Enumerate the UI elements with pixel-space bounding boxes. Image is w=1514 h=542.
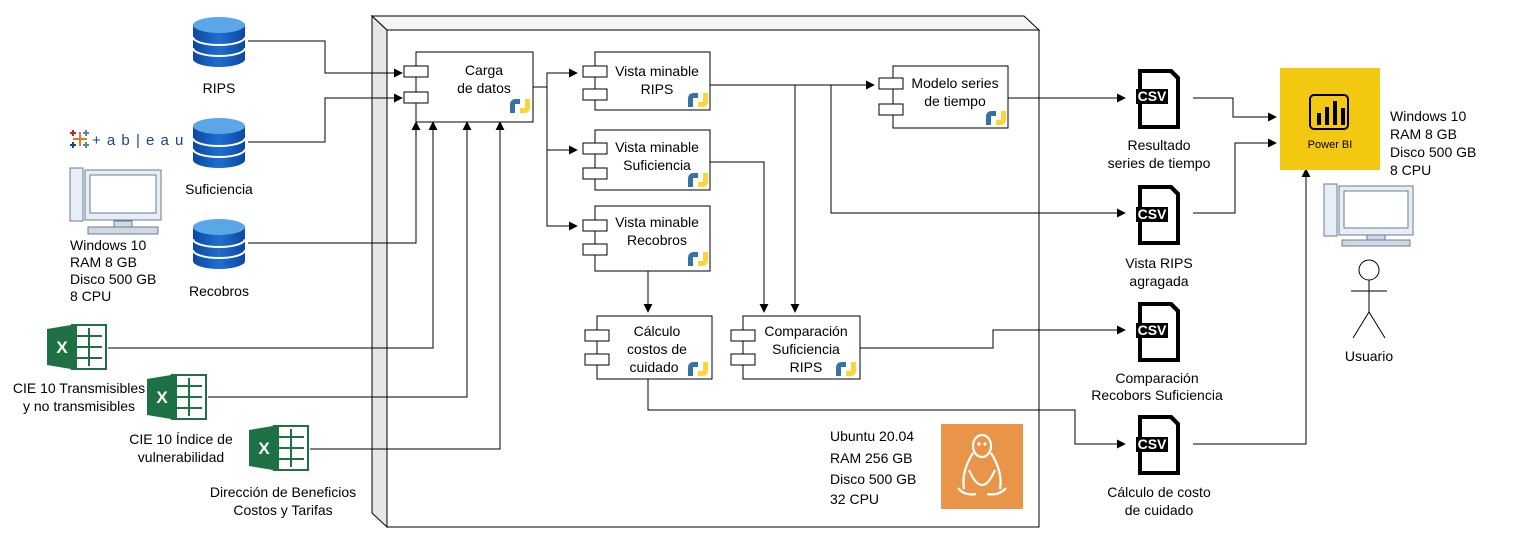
svg-text:de datos: de datos [457,80,511,96]
svg-text:Suficiencia: Suficiencia [623,157,691,173]
powerbi-label: Power BI [1308,139,1353,151]
svg-text:Resultado: Resultado [1127,137,1190,153]
python-icon [688,252,708,266]
svg-text:Costos y Tarifas: Costos y Tarifas [233,502,332,518]
svg-text:Disco 500 GB: Disco 500 GB [830,471,916,487]
svg-text:Dirección de Beneficios: Dirección de Beneficios [210,484,356,500]
svg-text:Comparación: Comparación [764,323,847,339]
svg-text:RAM 8 GB: RAM 8 GB [1390,126,1457,142]
csv-icon-comparacion: CSV [1136,302,1180,362]
svg-text:X: X [56,338,68,357]
powerbi-icon: Power BI [1280,68,1380,170]
component-calculo-costos: Cálculo costos de cuidado [584,315,713,380]
svg-text:Cálculo de costo: Cálculo de costo [1107,484,1211,500]
excel-icon-vulnerabilidad: X [147,374,207,420]
client-specs: Windows 10 RAM 8 GB Disco 500 GB 8 CPU [70,237,156,304]
svg-text:RAM 256 GB: RAM 256 GB [830,450,912,466]
component-vista-minable-rips: Vista minable RIPS [582,51,711,111]
svg-text:RIPS: RIPS [790,359,823,375]
svg-text:Suficiencia: Suficiencia [772,341,840,357]
tableau-logo: + a b | e a u [70,130,184,149]
svg-text:Cálculo: Cálculo [634,323,681,339]
svg-text:agragada: agragada [1129,273,1188,289]
user-actor-icon [1351,259,1387,339]
component-vista-minable-recobros: Vista minable Recobros [582,205,711,272]
label-recobros: Recobros [189,283,249,299]
label-rips: RIPS [203,80,236,96]
connectors [108,40,1311,450]
label-calculo-costo: Cálculo de costo de cuidado [1107,484,1211,518]
excel-icon-transmisibles: X [47,324,107,370]
svg-text:Disco 500 GB: Disco 500 GB [1390,144,1476,160]
database-icon-suficiencia [192,118,246,168]
svg-text:CSV: CSV [1138,322,1167,338]
label-cie10-transmisibles: CIE 10 Transmisibles y no transmisibles [13,380,145,414]
desktop-computer-icon [69,167,162,235]
svg-text:Ubuntu 20.04: Ubuntu 20.04 [830,428,914,444]
component-modelo-series: Modelo series de tiempo [878,65,1009,129]
label-suficiencia: Suficiencia [185,181,253,197]
svg-text:RIPS: RIPS [641,81,674,97]
svg-text:CSV: CSV [1138,206,1167,222]
svg-text:Recobros: Recobros [627,232,687,248]
svg-text:CSV: CSV [1138,88,1167,104]
svg-text:32 CPU: 32 CPU [830,491,879,507]
python-icon [510,99,530,113]
label-comparacion-recobors: Comparación Recobors Suficiencia [1091,370,1223,403]
server-specs: Ubuntu 20.04 RAM 256 GB Disco 500 GB 32 … [830,428,916,507]
desktop-computer-icon [1323,183,1414,247]
svg-text:Windows 10: Windows 10 [1390,108,1466,124]
svg-text:y no transmisibles: y no transmisibles [23,398,135,414]
csv-icon-vista-rips: CSV [1136,185,1180,245]
svg-text:vulnerabilidad: vulnerabilidad [138,449,224,465]
label-vista-rips: Vista RIPS agragada [1125,255,1192,289]
svg-text:Vista RIPS: Vista RIPS [1125,255,1192,271]
python-icon [986,111,1006,125]
label-usuario: Usuario [1345,348,1393,364]
svg-text:Vista minable: Vista minable [615,214,699,230]
svg-text:Disco 500 GB: Disco 500 GB [70,271,156,287]
python-icon [688,362,708,376]
tableau-wordmark: + a b | e a u [92,132,184,149]
svg-text:costos de: costos de [627,341,687,357]
svg-text:CIE 10 Transmisibles: CIE 10 Transmisibles [13,380,145,396]
svg-text:de tiempo: de tiempo [924,93,986,109]
label-resultado-series: Resultado series de tiempo [1108,137,1211,171]
svg-text:X: X [258,439,270,458]
python-icon [688,93,708,107]
database-icon-recobros [192,219,246,269]
svg-text:8 CPU: 8 CPU [1390,162,1431,178]
component-comparacion: Comparación Suficiencia RIPS [730,315,861,380]
powerbi-specs: Windows 10 RAM 8 GB Disco 500 GB 8 CPU [1390,108,1476,178]
svg-text:Recobors Suficiencia: Recobors Suficiencia [1091,387,1223,403]
component-carga-datos: Carga de datos [403,51,534,123]
svg-text:8 CPU: 8 CPU [70,288,111,304]
svg-text:Windows 10: Windows 10 [70,237,146,253]
label-beneficios: Dirección de Beneficios Costos y Tarifas [210,484,356,518]
svg-text:de cuidado: de cuidado [1125,502,1194,518]
component-vista-minable-suficiencia: Vista minable Suficiencia [582,129,711,191]
excel-icon-beneficios: X [249,425,309,471]
csv-icon-resultado: CSV [1136,69,1180,129]
svg-text:Vista minable: Vista minable [615,139,699,155]
csv-icon-calculo: CSV [1136,415,1180,475]
linux-tux-icon [941,424,1023,509]
svg-text:Carga: Carga [465,62,503,78]
svg-text:cuidado: cuidado [629,359,678,375]
svg-text:RAM 8 GB: RAM 8 GB [70,254,137,270]
svg-text:series de tiempo: series de tiempo [1108,155,1211,171]
svg-text:Comparación: Comparación [1115,370,1198,386]
svg-text:CSV: CSV [1138,436,1167,452]
svg-text:CIE 10 Índice de: CIE 10 Índice de [129,431,233,447]
svg-text:Vista minable: Vista minable [615,63,699,79]
label-cie10-vulnerabilidad: CIE 10 Índice de vulnerabilidad [129,431,233,465]
svg-text:Modelo series: Modelo series [911,75,998,91]
python-icon [688,173,708,187]
svg-text:X: X [156,388,168,407]
database-icon-rips [192,17,246,67]
python-icon [836,362,856,376]
